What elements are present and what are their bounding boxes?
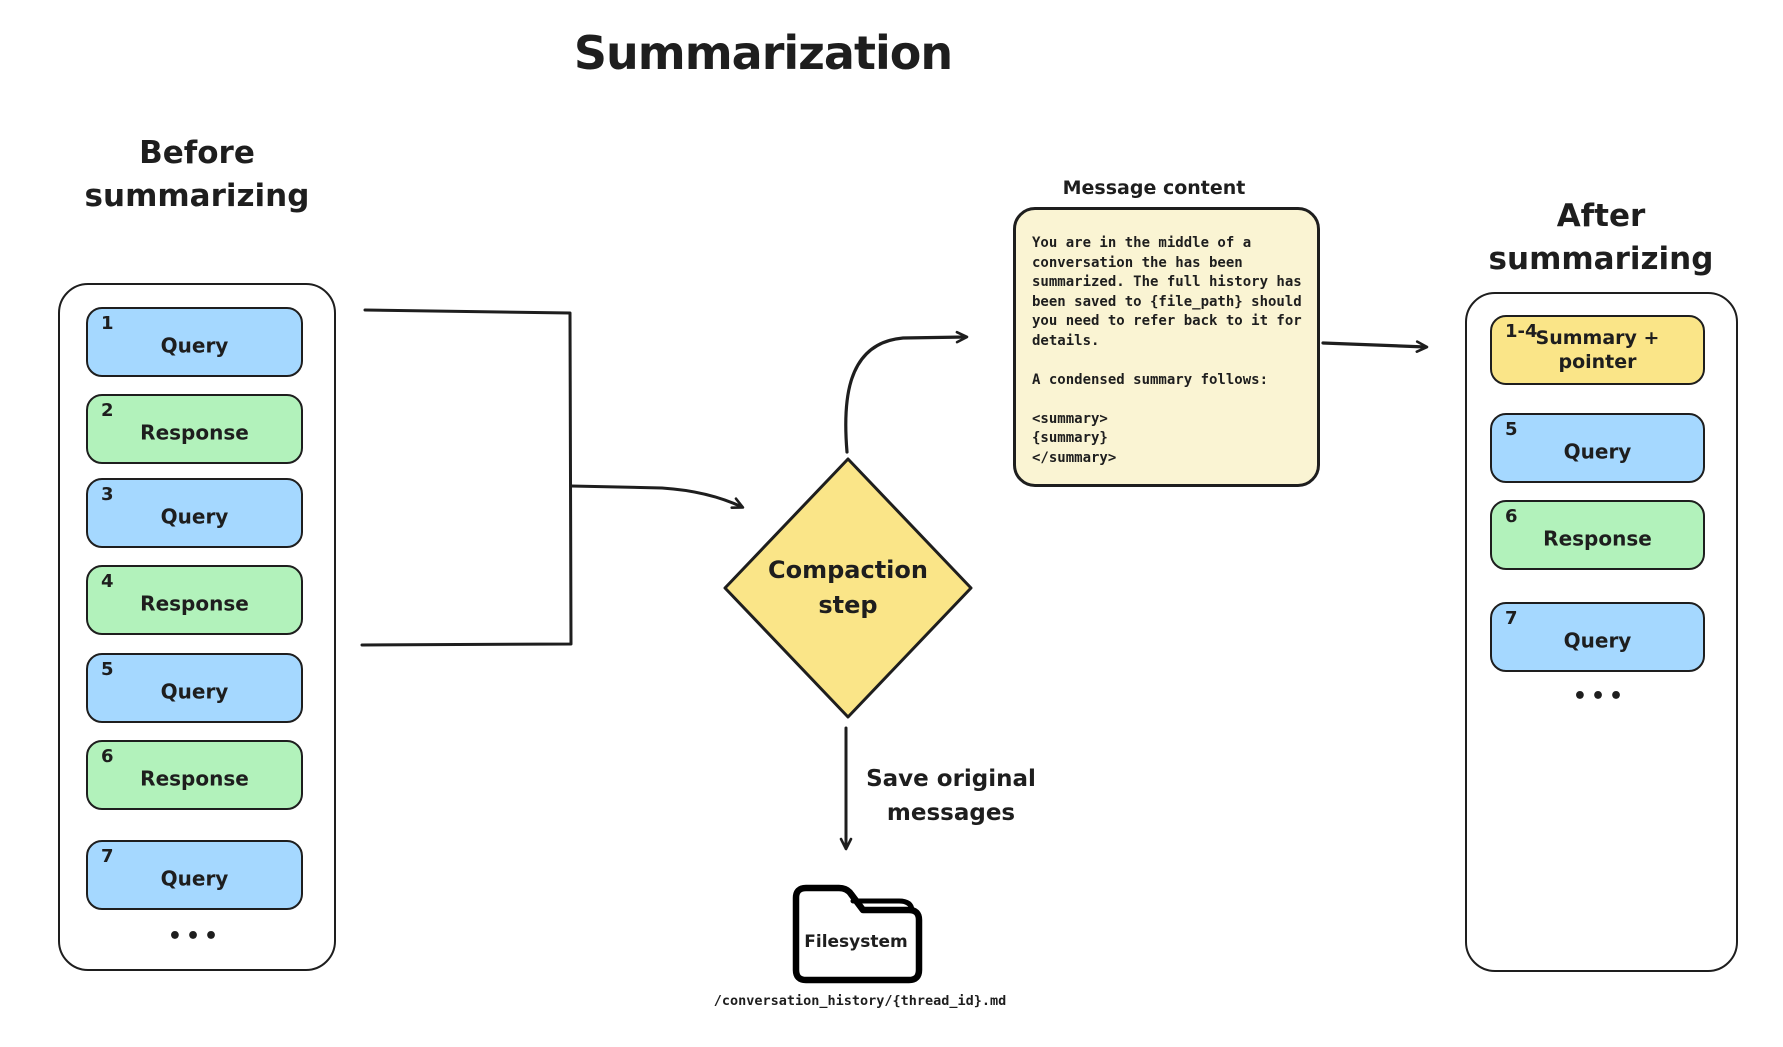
message-number: 6: [1505, 506, 1518, 527]
message-label: Query: [160, 679, 229, 704]
group-bracket-messages-1-4: [360, 308, 573, 647]
compaction-step-diamond: [723, 457, 973, 719]
compaction-label-line1: Compaction: [768, 556, 928, 584]
message-label: Query: [160, 504, 229, 529]
before-message-7: 7 Query: [86, 840, 303, 910]
message-label: Summary + pointer: [1535, 327, 1660, 373]
save-label-line1: Save original: [866, 766, 1036, 792]
after-title-line1: After: [1556, 198, 1646, 234]
message-number: 6: [101, 746, 114, 767]
before-message-1: 1 Query: [86, 307, 303, 377]
folder-outline: [792, 884, 923, 984]
message-label: Query: [1563, 439, 1632, 464]
after-message-5: 5 Query: [1490, 413, 1705, 483]
message-number: 2: [101, 400, 114, 421]
after-title: After summarizing: [1451, 195, 1751, 281]
filesystem-label: Filesystem: [804, 932, 908, 952]
message-number: 1-4: [1505, 321, 1538, 342]
message-number: 3: [101, 484, 114, 505]
message-label: Query: [160, 866, 229, 891]
message-number: 5: [1505, 419, 1518, 440]
message-label: Query: [160, 333, 229, 358]
message-label: Response: [1543, 526, 1652, 551]
folder-icon: [792, 884, 923, 984]
arrow-note-to-after: [1321, 340, 1429, 353]
message-number: 7: [101, 846, 114, 867]
before-title: Before summarizing: [47, 132, 347, 218]
after-ellipsis: •••: [1572, 684, 1628, 709]
save-original-label: Save original messages: [846, 762, 1056, 830]
message-number: 7: [1505, 608, 1518, 629]
after-message-6: 6 Response: [1490, 500, 1705, 570]
message-label: Query: [1563, 628, 1632, 653]
before-message-2: 2 Response: [86, 394, 303, 464]
before-message-5: 5 Query: [86, 653, 303, 723]
message-number: 5: [101, 659, 114, 680]
before-message-4: 4 Response: [86, 565, 303, 635]
before-title-line2: summarizing: [84, 178, 310, 214]
message-label: Response: [140, 591, 249, 616]
before-message-6: 6 Response: [86, 740, 303, 810]
page-title: Summarization: [573, 26, 953, 80]
compaction-step-label: Compaction step: [748, 553, 948, 623]
before-ellipsis: •••: [167, 924, 223, 949]
note-title: Message content: [1062, 177, 1246, 199]
save-label-line2: messages: [886, 800, 1016, 826]
message-label: Response: [140, 420, 249, 445]
message-number: 1: [101, 313, 114, 334]
before-title-line1: Before: [139, 135, 255, 171]
message-number: 4: [101, 571, 114, 592]
arrow-messages-to-compaction: [569, 484, 745, 509]
message-content-note: You are in the middle of a conversation …: [1013, 207, 1320, 487]
before-message-3: 3 Query: [86, 478, 303, 548]
compaction-label-line2: step: [818, 591, 878, 619]
after-message-1-4: 1-4 Summary + pointer: [1490, 315, 1705, 385]
arrow-compaction-to-note: [844, 330, 969, 454]
after-message-7: 7 Query: [1490, 602, 1705, 672]
filesystem-path: /conversation_history/{thread_id}.md: [713, 993, 1007, 1009]
after-title-line2: summarizing: [1488, 241, 1714, 277]
message-label: Response: [140, 766, 249, 791]
note-body: You are in the middle of a conversation …: [1032, 235, 1302, 466]
folder-flap-line: [850, 898, 915, 913]
